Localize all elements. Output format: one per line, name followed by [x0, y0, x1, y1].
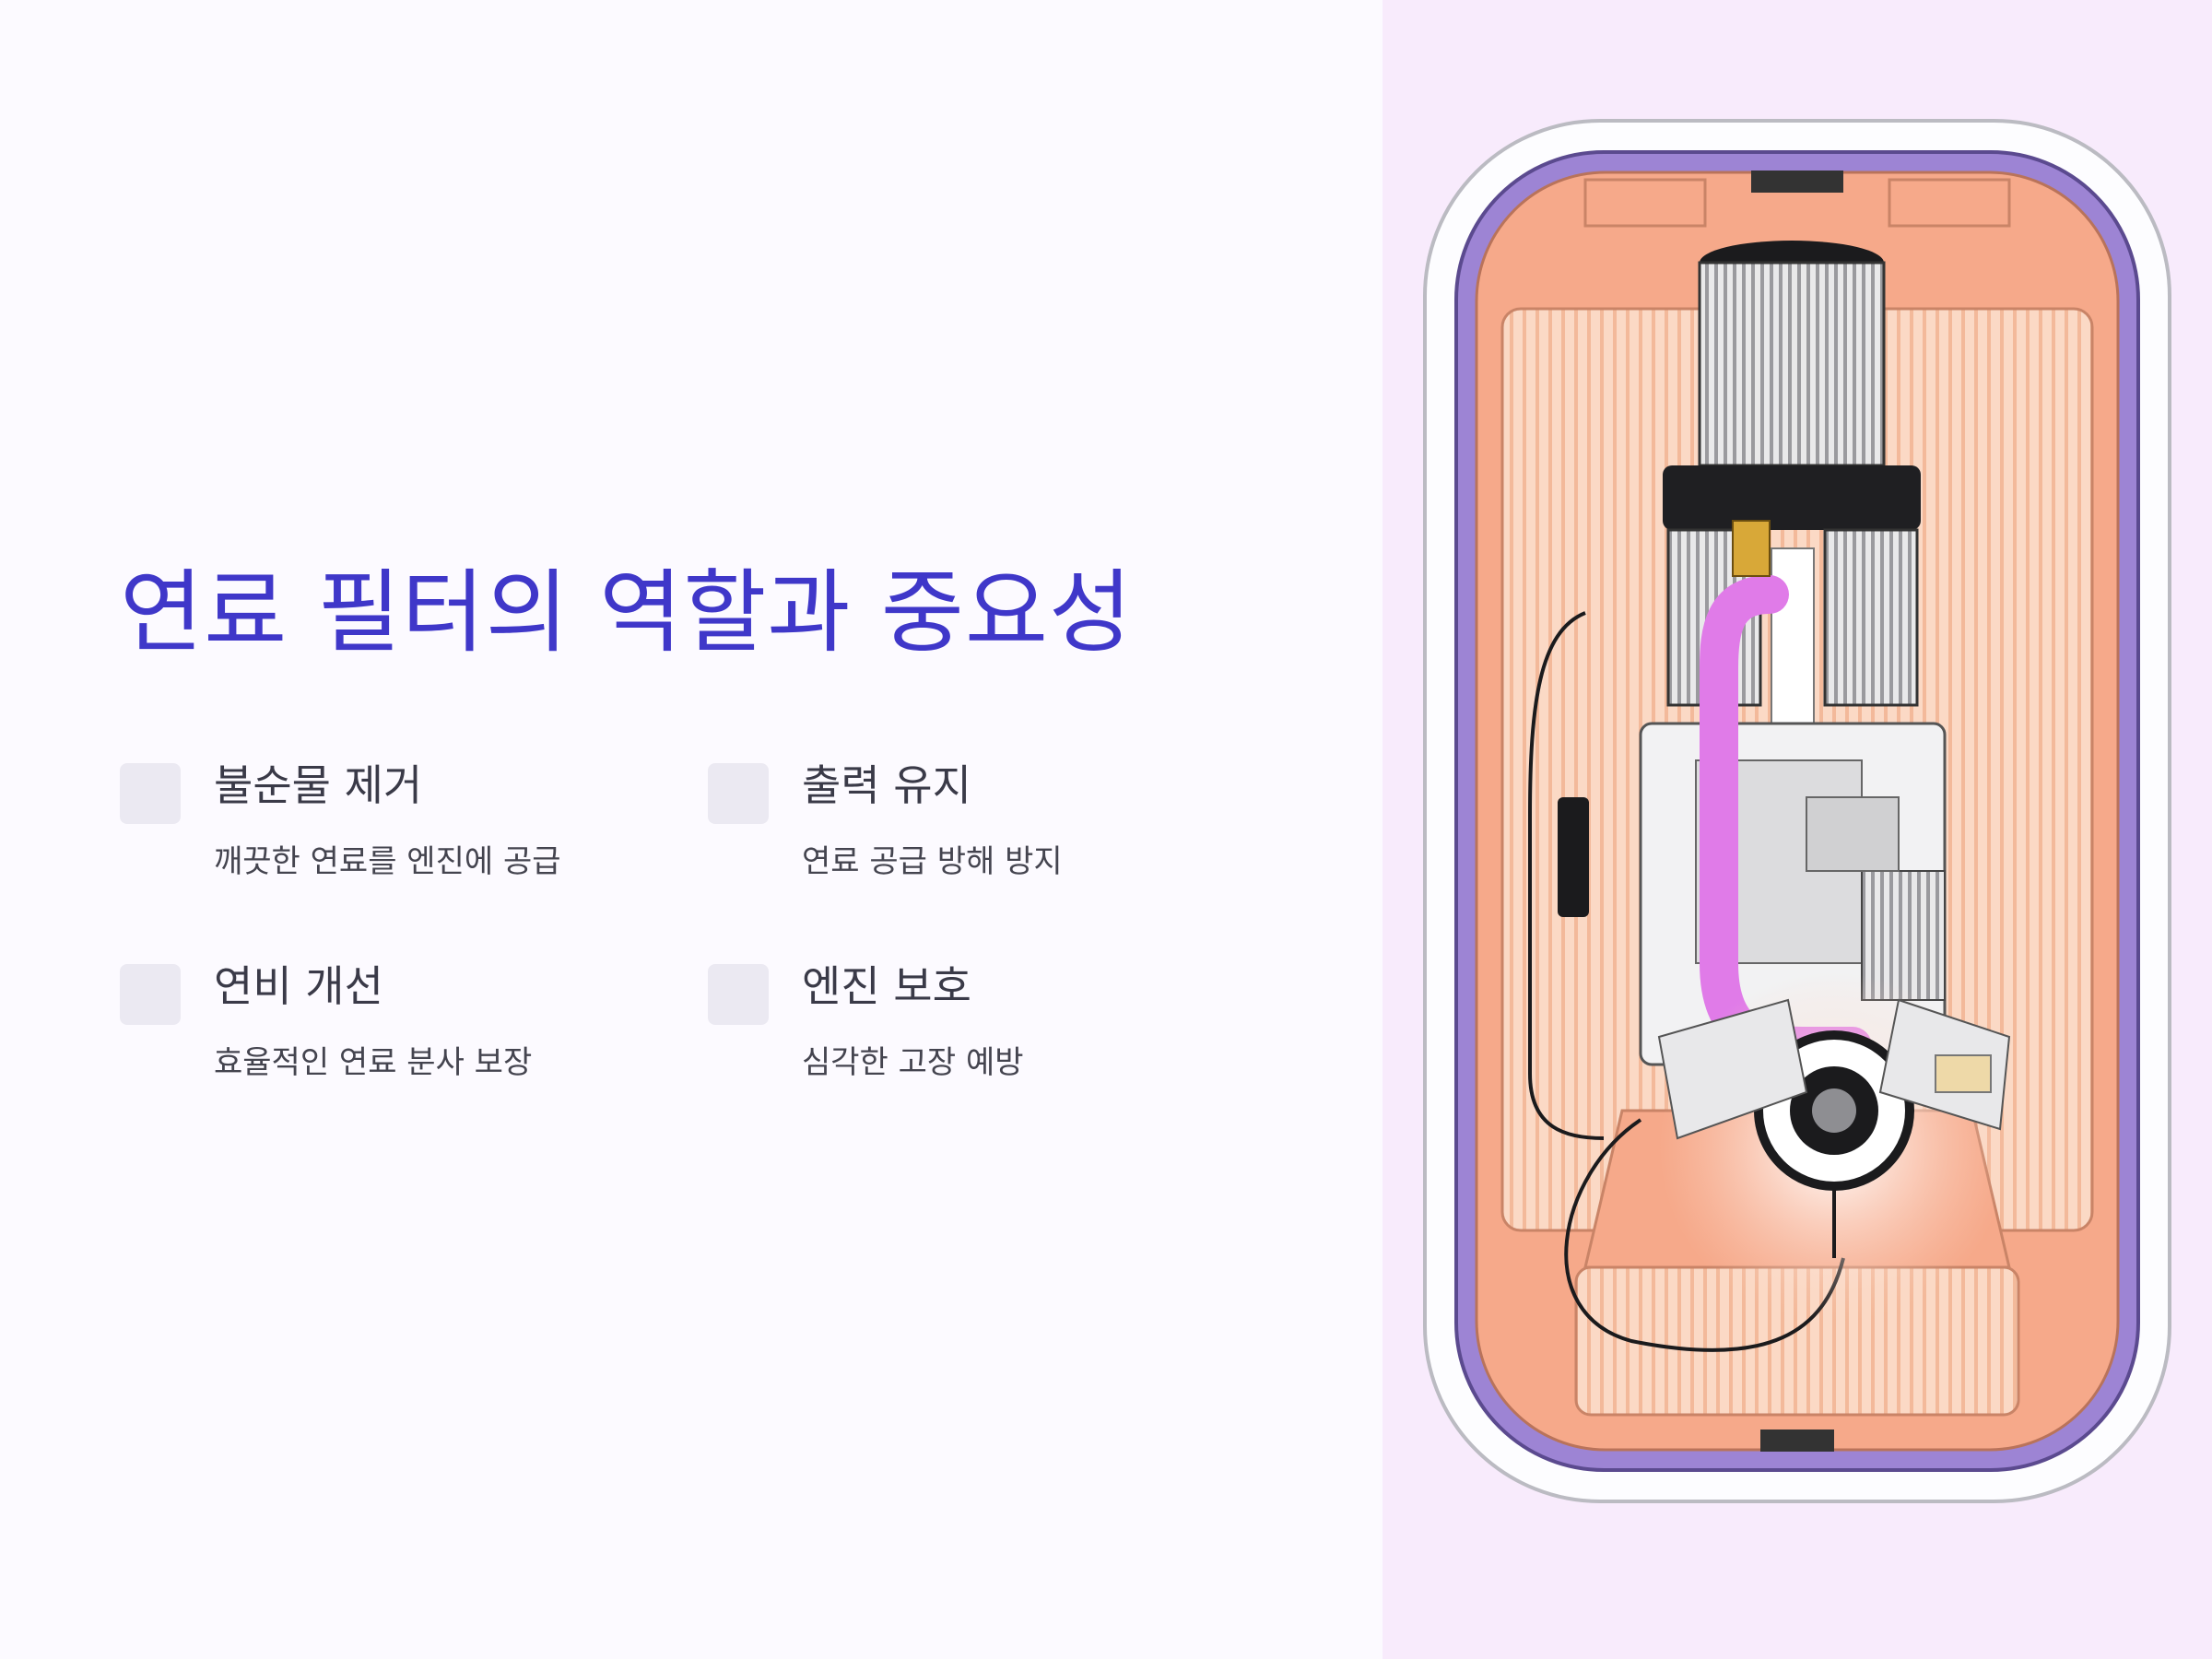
- checkbox-icon: [120, 964, 181, 1025]
- feature-description: 효율적인 연료 분사 보장: [214, 1044, 533, 1081]
- feature-card-output: 출력 유지 연료 공급 방해 방지: [708, 760, 1261, 947]
- feature-description: 연료 공급 방해 방지: [802, 843, 1063, 880]
- engine-cutaway-illustration: [1423, 119, 2171, 1503]
- feature-heading: 연비 개선: [214, 961, 383, 1011]
- checkbox-icon: [708, 763, 769, 824]
- feature-heading: 출력 유지: [802, 760, 971, 810]
- feature-description: 깨끗한 연료를 엔진에 공급: [214, 843, 561, 880]
- checkbox-icon: [708, 964, 769, 1025]
- feature-card-impurity: 불순물 제거 깨끗한 연료를 엔진에 공급: [120, 760, 673, 947]
- checkbox-icon: [120, 763, 181, 824]
- feature-card-efficiency: 연비 개선 효율적인 연료 분사 보장: [120, 961, 673, 1148]
- feature-heading: 엔진 보호: [802, 961, 971, 1011]
- feature-heading: 불순물 제거: [214, 760, 423, 810]
- page-title: 연료 필터의 역할과 중요성: [120, 560, 1134, 665]
- content-panel: 연료 필터의 역할과 중요성 불순물 제거 깨끗한 연료를 엔진에 공급 출력 …: [120, 560, 1261, 1148]
- feature-card-protection: 엔진 보호 심각한 고장 예방: [708, 961, 1261, 1148]
- feature-description: 심각한 고장 예방: [802, 1044, 1024, 1081]
